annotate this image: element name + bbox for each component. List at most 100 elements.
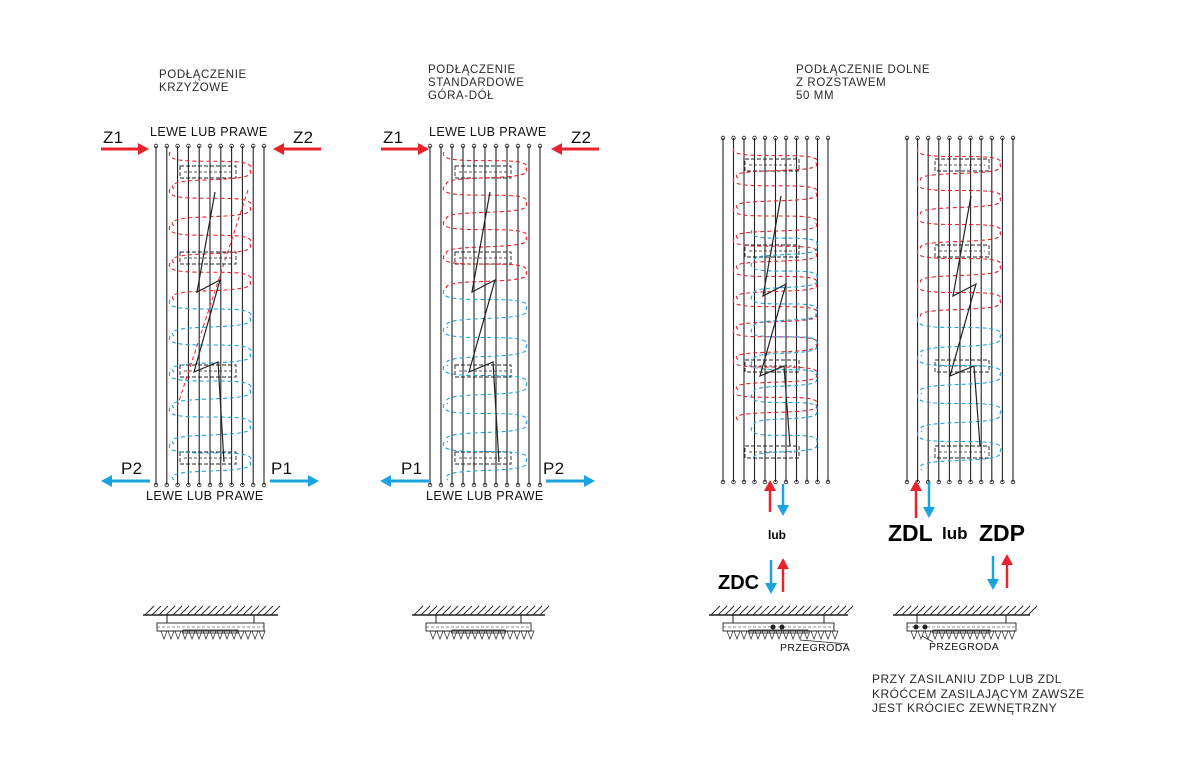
panel3-mount-hatch <box>752 605 763 616</box>
panel3-mount-hatch <box>787 605 798 616</box>
panel3-mount-hatch <box>780 605 791 616</box>
panel4-mount-hatch <box>1020 605 1031 616</box>
panel2-mount-hatch <box>462 605 473 616</box>
panel2-mount-hatch <box>448 605 459 616</box>
panel3-mount-tooth <box>789 630 797 640</box>
panel4-supply-flow <box>917 249 1002 285</box>
panel4-mount-hatch <box>957 605 968 616</box>
panel3-return-flow <box>750 229 818 264</box>
panel2-radiator-cap <box>449 482 455 488</box>
panel4-supply-flow <box>917 215 1002 251</box>
panel1-radiator-cap <box>153 482 159 488</box>
panel3-mount-tooth <box>796 630 804 640</box>
panel1-z1-arrow-head <box>138 143 149 155</box>
partition-label-b: PRZEGRODA <box>929 641 1000 653</box>
panel1-supply-flow <box>169 151 252 190</box>
panel4-partition-dot <box>922 624 928 630</box>
panel2-p1-label: P1 <box>401 459 423 478</box>
panel3-mount-hatch <box>794 605 805 616</box>
panel3-radiator-cap <box>720 135 726 141</box>
panel1-mount-hatch <box>193 605 204 616</box>
panel3-mount-tooth <box>747 630 755 640</box>
panel3-mount-hatch <box>717 605 728 616</box>
panel1-mount-hatch <box>151 605 162 616</box>
panel3-mount-tooth <box>817 630 825 640</box>
panel1-top-label: LEWE LUB PRAWE <box>150 125 268 139</box>
panel4-radiator-cap <box>1000 135 1005 141</box>
panel1-return-flow <box>169 371 252 409</box>
zdp-label: ZDP <box>979 520 1025 546</box>
panel3-radiator-cap <box>731 479 736 485</box>
panel2-mount-tooth <box>436 630 444 640</box>
panel1-bracket <box>179 364 237 378</box>
panel3-radiator-cap <box>720 479 726 485</box>
panel4-mount-hatch <box>908 605 919 616</box>
panel2-bracket <box>454 165 512 179</box>
panel3-supply-flow <box>733 238 818 270</box>
panel1-radiator-cap <box>207 482 213 488</box>
panel4-mount-hatch <box>964 605 975 616</box>
panel4-radiator-cap <box>926 135 931 141</box>
panel2-mount-hatch <box>511 605 522 616</box>
panel3-supply-flow <box>733 177 818 209</box>
panel2-mount-tooth <box>506 630 514 640</box>
panel1-radiator-cap <box>164 143 169 149</box>
panel2-radiator-cap <box>537 482 543 488</box>
panel3-radiator-cap <box>804 135 810 141</box>
panel2-return-flow <box>443 441 528 481</box>
panel3-return-flow <box>750 262 818 297</box>
panel2-radiator-cap <box>526 143 532 149</box>
panel1-radiator-cap <box>261 143 267 149</box>
panel3-return-flow <box>750 295 818 329</box>
panel4-return-flow <box>917 393 1002 433</box>
panel1-mount-tooth <box>160 630 168 640</box>
panel2-radiator-cap <box>471 143 477 149</box>
panel1-mount-tooth <box>251 630 259 640</box>
panel3-mount-tooth <box>775 630 783 640</box>
panel4-radiator-cap <box>989 479 994 485</box>
panel2-heating-element <box>468 191 500 463</box>
panel3-mount-hatch <box>724 605 735 616</box>
panel4-mount-hatch <box>992 605 1003 616</box>
panel2-supply-flow <box>443 186 528 222</box>
panel2-radiator-cap <box>493 482 499 488</box>
panel4-radiator-cap <box>1010 479 1016 485</box>
panel4-radiator-cap <box>947 135 952 141</box>
panel1-mount-hatch <box>242 605 253 616</box>
panel2-mount-tooth <box>527 630 535 640</box>
panel3-mount-hatch <box>808 605 819 616</box>
panel1-radiator-cap <box>261 482 267 488</box>
panel3-mount-hatch <box>829 605 840 616</box>
panel2-return-flow <box>443 327 528 367</box>
panel2-radiator-cap <box>515 143 521 149</box>
panel4-mount-hatch <box>971 605 982 616</box>
panel4-radiator-cap <box>968 135 973 141</box>
panel2-mount-hatch <box>504 605 515 616</box>
panel2-mount-tooth <box>513 630 521 640</box>
panel2-mount-hatch <box>483 605 494 616</box>
panel2-bracket <box>454 364 512 378</box>
panel1-radiator-cap <box>229 482 234 488</box>
panel3-mount-hatch <box>773 605 784 616</box>
panel4-mount-hatch <box>999 605 1010 616</box>
panel2-return-flow <box>443 403 528 443</box>
lub-mid-label: lub <box>942 524 968 543</box>
panel2-mount-tooth <box>520 630 528 640</box>
panel3-return-flow <box>750 394 818 428</box>
panel1-z2-label: Z2 <box>293 128 314 147</box>
panel3-radiator-cap <box>741 135 747 141</box>
panel4-mount-hatch <box>985 605 996 616</box>
panel1-mount-hatch <box>158 605 169 616</box>
panel1-radiator-cap <box>218 482 223 488</box>
panel2-mount-tooth <box>450 630 458 640</box>
panel4-bracket <box>934 445 990 459</box>
panel3-bracket <box>744 158 800 172</box>
panel4-mount-tooth <box>910 630 918 640</box>
panel1-mount-tooth <box>223 630 231 640</box>
panel3-mount-hatch <box>836 605 847 616</box>
panel4-mount-hatch <box>929 605 940 616</box>
panel1-mount-hatch <box>228 605 239 616</box>
panel4-bracket <box>934 158 990 172</box>
panel2-mount-hatch <box>420 605 431 616</box>
supply-note: PRZY ZASILANIU ZDP LUB ZDL KRÓĆCEM ZASIL… <box>872 672 1085 715</box>
